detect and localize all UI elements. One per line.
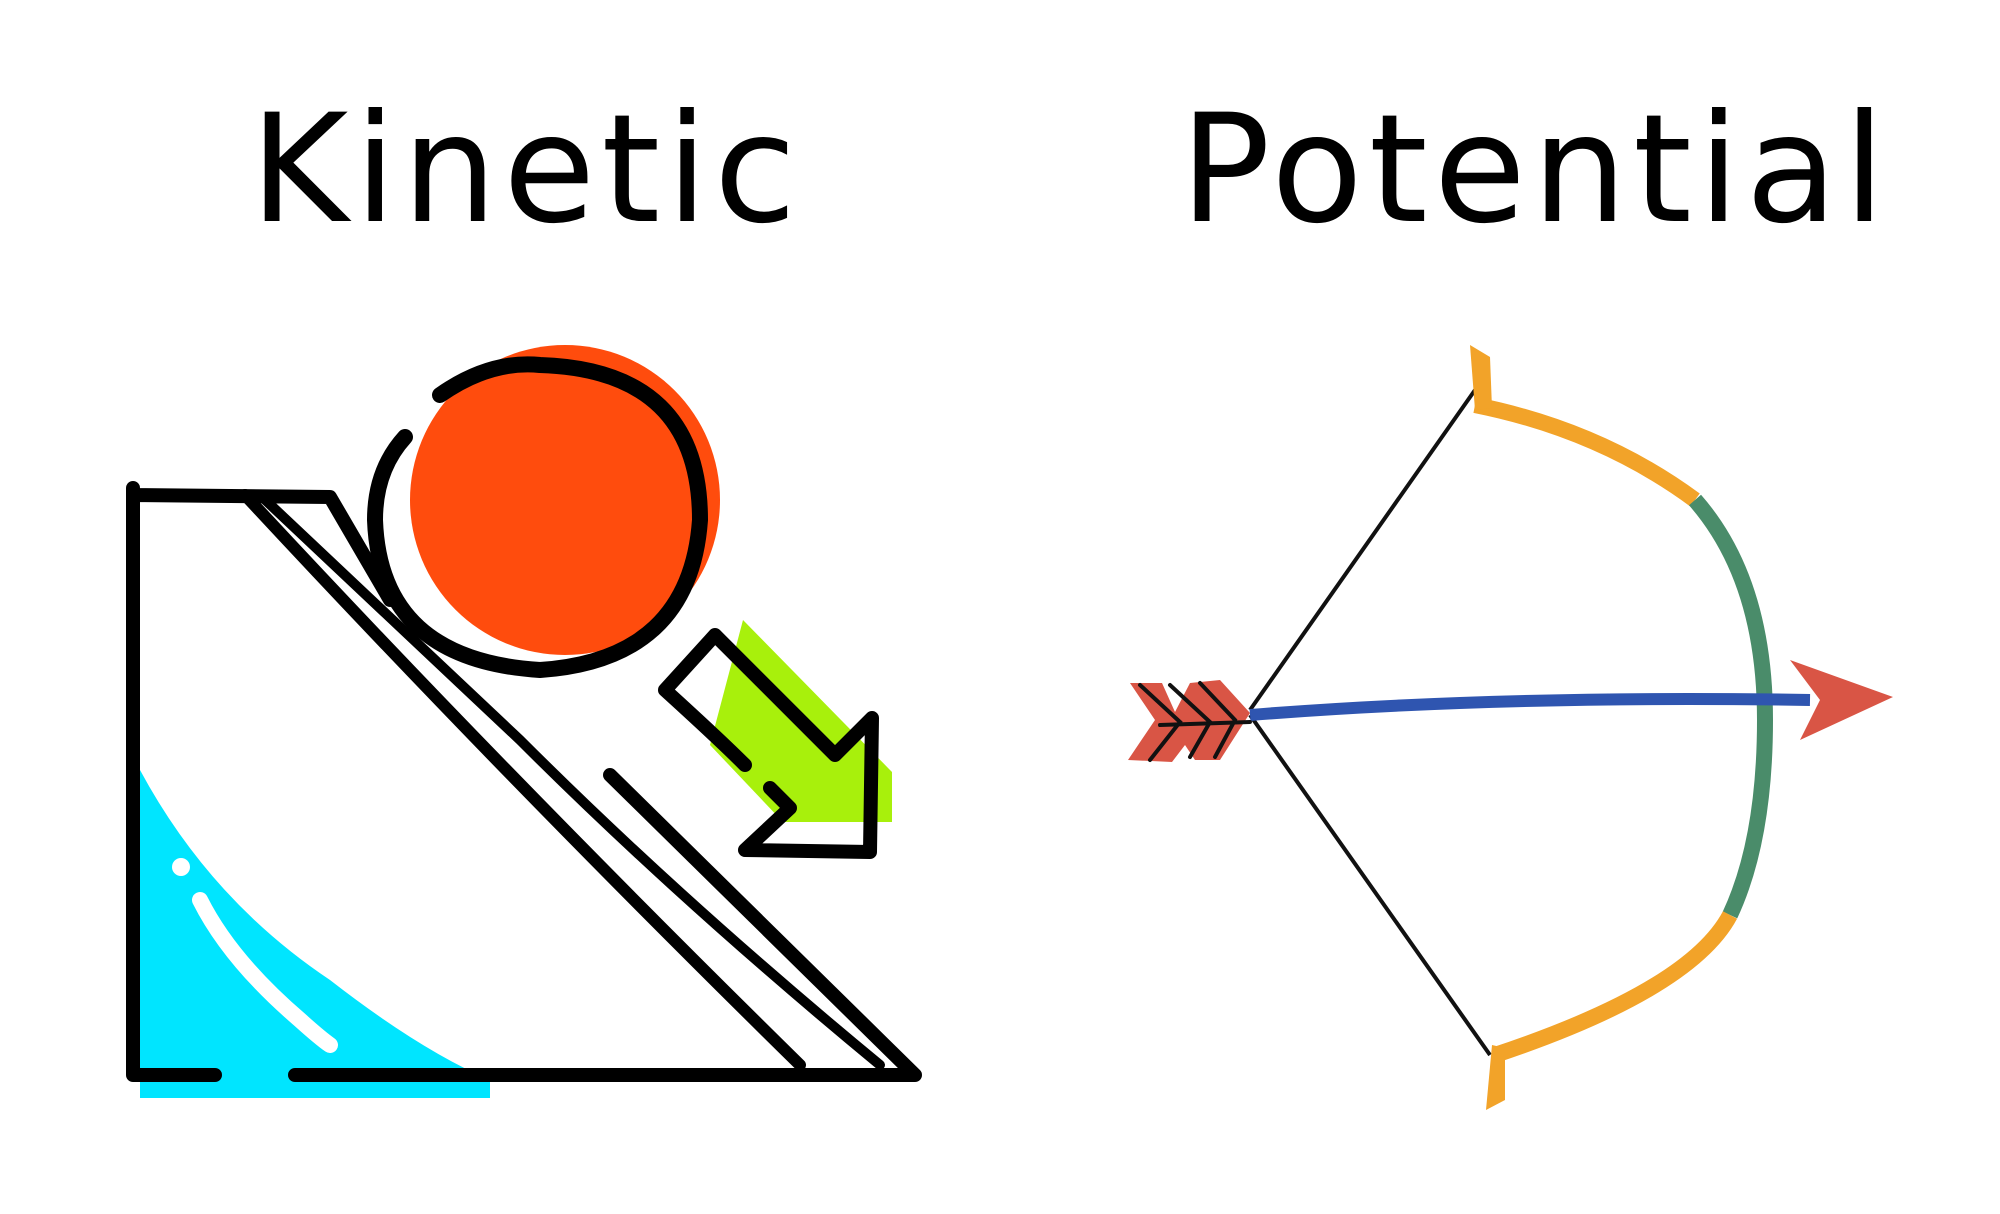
- ramp-shadow: [140, 770, 490, 1098]
- bow-grip: [1688, 494, 1774, 919]
- bow-arrow-illustration: [1128, 345, 1893, 1110]
- ball-outline: [367, 356, 708, 678]
- ball-fill: [410, 345, 720, 655]
- ramp-inner-line-1: [239, 489, 806, 1071]
- arrow-shaft: [1249, 693, 1811, 721]
- kinetic-title: Kinetic: [250, 83, 803, 257]
- bow-limb-upper: [1473, 397, 1700, 507]
- motion-arrow-outline: [658, 628, 879, 859]
- ramp-highlight-dot: [172, 858, 190, 876]
- ramp-inner-line-2: [255, 490, 885, 1070]
- ramp-outline: [126, 481, 922, 1082]
- potential-title: Potential: [1180, 83, 1892, 257]
- bow-tip-lower: [1486, 1045, 1505, 1110]
- fletching-lines: [1138, 681, 1252, 762]
- bow-string-lower: [1248, 713, 1492, 1057]
- arrow-head: [1790, 660, 1893, 740]
- bow-tip-upper: [1470, 345, 1492, 410]
- ramp-highlight: [192, 892, 338, 1053]
- bow-string-upper: [1248, 388, 1477, 712]
- ramp-ball-illustration: [126, 345, 922, 1098]
- bow-limb-lower: [1492, 911, 1738, 1063]
